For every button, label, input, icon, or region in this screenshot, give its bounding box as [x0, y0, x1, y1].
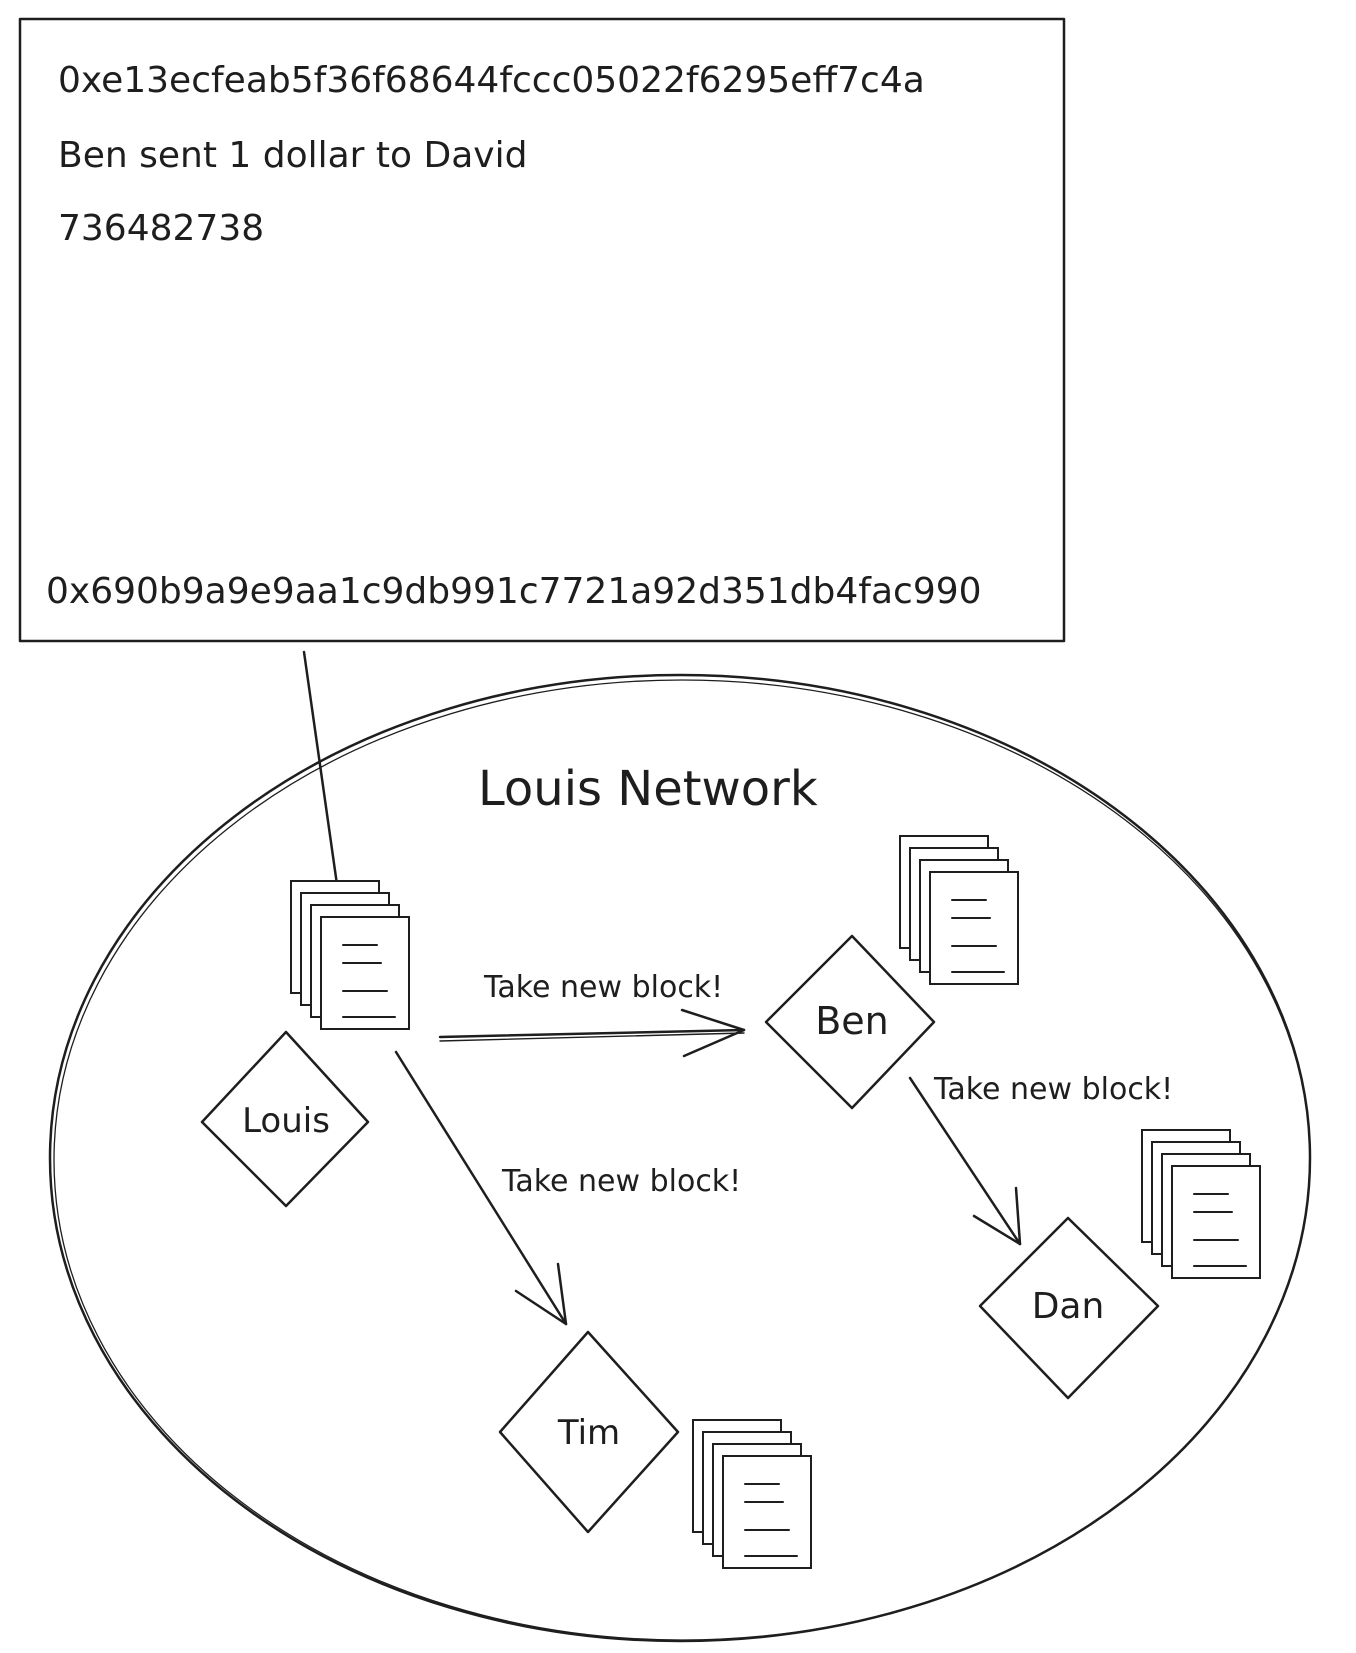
block-data: Ben sent 1 dollar to David — [58, 135, 527, 176]
node-tim-label: Tim — [557, 1413, 620, 1453]
arrow-ben-to-dan — [908, 1076, 1022, 1246]
ben-chain-stack-icon — [899, 835, 1019, 985]
louis-chain-stack-icon — [290, 880, 410, 1030]
node-louis-label: Louis — [242, 1101, 330, 1141]
arrow-louis-to-tim — [394, 1050, 568, 1326]
node-ben-label: Ben — [815, 999, 889, 1043]
label-louis-to-ben: Take new block! — [483, 970, 723, 1005]
label-ben-to-dan: Take new block! — [933, 1072, 1173, 1107]
network-title: Louis Network — [478, 761, 818, 817]
network-boundary — [48, 673, 1312, 1643]
block-previous-hash: 0x690b9a9e9aa1c9db991c7721a92d351db4fac9… — [46, 571, 982, 612]
node-tim: Tim — [498, 1330, 680, 1534]
node-dan: Dan — [978, 1216, 1160, 1400]
label-louis-to-tim: Take new block! — [501, 1164, 741, 1199]
tim-chain-stack-icon — [692, 1419, 812, 1569]
dan-chain-stack-icon — [1141, 1129, 1261, 1279]
block-card: 0xe13ecfeab5f36f68644fccc05022f6295eff7c… — [18, 17, 1066, 643]
node-louis: Louis — [200, 1030, 370, 1208]
arrow-louis-to-ben — [438, 1008, 746, 1058]
block-hash: 0xe13ecfeab5f36f68644fccc05022f6295eff7c… — [58, 60, 925, 101]
node-dan-label: Dan — [1032, 1286, 1105, 1327]
block-card-frame — [18, 17, 1066, 643]
block-nonce: 736482738 — [58, 208, 264, 249]
node-ben: Ben — [764, 934, 936, 1110]
